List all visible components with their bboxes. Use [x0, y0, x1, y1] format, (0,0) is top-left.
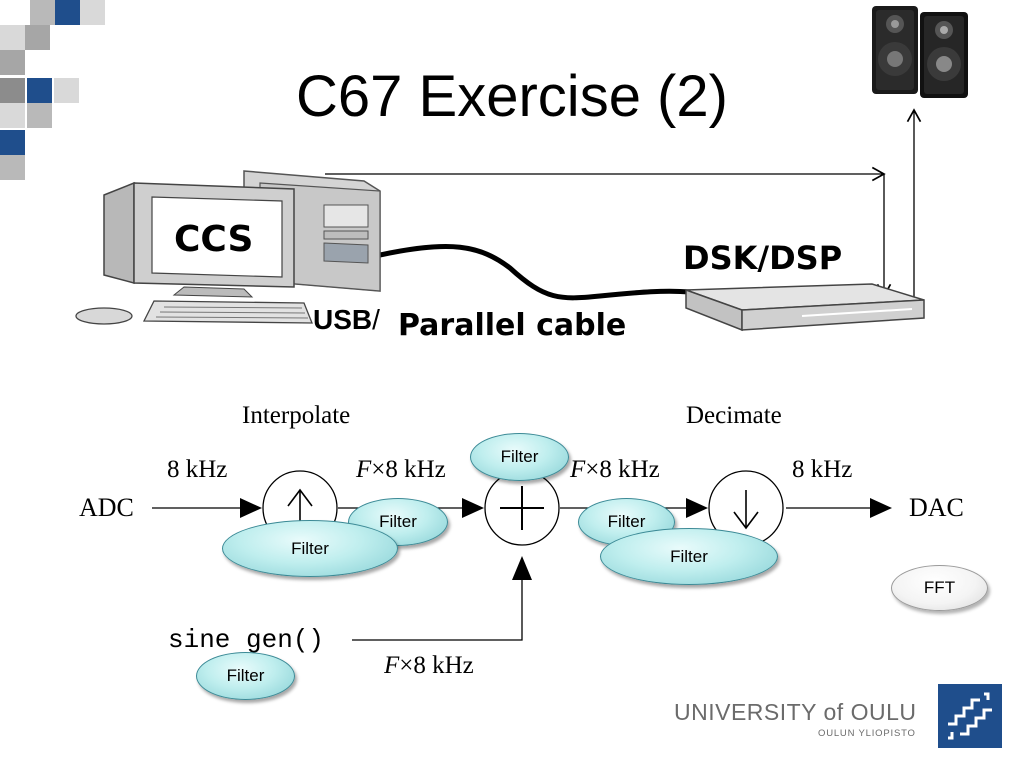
interpolate-label: Interpolate [242, 402, 351, 429]
input-rate-label: 8 kHz [167, 456, 228, 483]
rate-suffix: ×8 kHz [585, 456, 660, 483]
university-subtitle: OULUN YLIOPISTO [818, 728, 916, 739]
adc-label: ADC [79, 493, 134, 522]
filter-button-sine[interactable]: Filter [196, 652, 295, 700]
rate-factor: F [356, 456, 372, 483]
dsk-dsp-label: DSK/DSP [683, 239, 843, 277]
dsk-board-icon [682, 280, 927, 335]
downsample-symbol [733, 490, 759, 530]
usb-label: USB/ [313, 304, 380, 336]
sine-gen-label: sine gen() [168, 625, 325, 655]
usb-text: USB [313, 304, 373, 335]
fft-button[interactable]: FFT [891, 565, 988, 611]
filter-button-under-downsample[interactable]: Filter [600, 528, 778, 585]
rate-factor: F [384, 652, 400, 676]
adder-symbol [500, 486, 544, 530]
speakers-icon [868, 4, 974, 100]
desktop-computer-icon: CCS [74, 165, 394, 335]
slash-text: / [372, 304, 380, 335]
mixed-rate-label: F×8 kHz [570, 456, 660, 484]
sine-rate-label: F×8 kHz [384, 652, 474, 676]
hardware-connection-lines [325, 108, 922, 301]
corner-decoration [0, 0, 110, 185]
slide-title: C67 Exercise (2) [296, 64, 728, 129]
upsampled-rate-label: F×8 kHz [356, 456, 446, 484]
rate-suffix: ×8 kHz [371, 456, 446, 483]
parallel-cable-label: Parallel cable [398, 308, 627, 343]
filter-button-top[interactable]: Filter [470, 433, 569, 481]
rate-suffix: ×8 kHz [399, 652, 474, 676]
decimate-label: Decimate [686, 402, 782, 429]
dac-label: DAC [909, 493, 964, 522]
university-name: UNIVERSITY of OULU [674, 699, 917, 725]
rate-factor: F [570, 456, 586, 483]
monitor-ccs-label: CCS [174, 219, 253, 260]
output-rate-label: 8 kHz [792, 456, 853, 483]
filter-button-under-upsample[interactable]: Filter [222, 520, 398, 577]
university-logo-icon [938, 684, 1002, 748]
